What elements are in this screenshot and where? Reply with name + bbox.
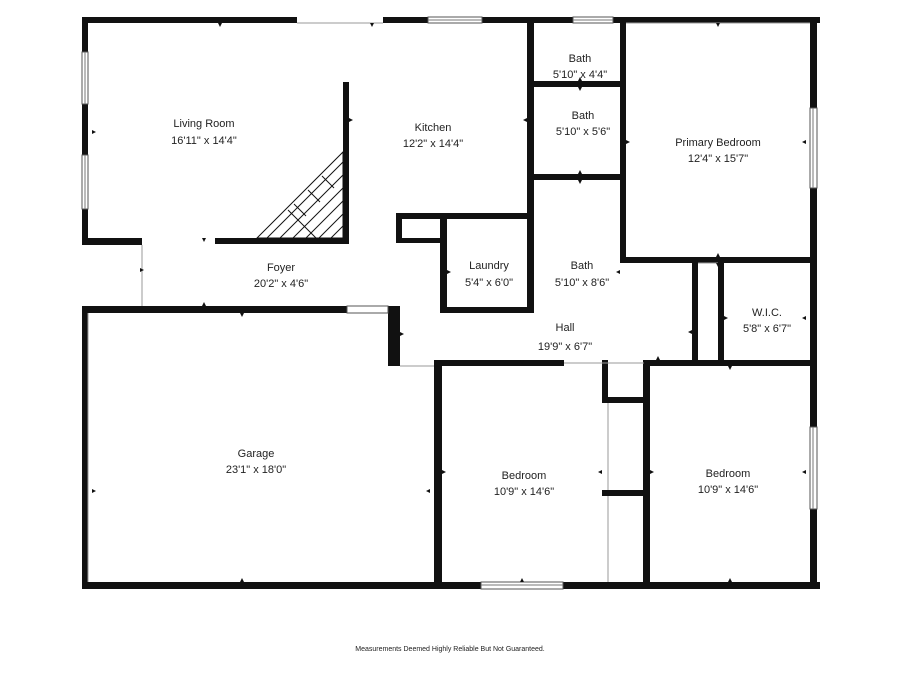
wall-right xyxy=(810,17,817,589)
wall-wic-left-b xyxy=(718,257,724,363)
bedroom-1-dims: 10'9" x 14'6" xyxy=(494,486,554,498)
laundry-name: Laundry xyxy=(469,260,509,272)
interior-walls xyxy=(215,17,817,589)
wall-left-lower xyxy=(82,306,88,589)
wall-garage-top xyxy=(82,306,347,313)
bedroom-2-name: Bedroom xyxy=(706,468,751,480)
bath-top-dims: 5'10" x 4'4" xyxy=(553,69,607,81)
wall-garage-right xyxy=(434,360,442,589)
hall-dims: 19'9" x 6'7" xyxy=(538,341,592,353)
wall-hall-left-step xyxy=(388,360,400,366)
bedroom-1-name: Bedroom xyxy=(502,470,547,482)
wall-wic-left-a xyxy=(692,257,698,363)
exterior-walls xyxy=(82,17,820,589)
primary-bedroom-dims: 12'4" x 15'7" xyxy=(688,153,748,165)
staircase xyxy=(255,150,344,241)
wall-bedroom2-left xyxy=(643,360,650,589)
wall-laundry-left xyxy=(440,213,447,313)
wall-hall-left xyxy=(388,306,400,366)
wall-kitchen-right xyxy=(527,17,534,218)
kitchen-dims: 12'2" x 14'4" xyxy=(403,138,463,150)
garage-name: Garage xyxy=(238,448,275,460)
wall-bath2-bottom xyxy=(527,174,626,180)
living-room-dims: 16'11" x 14'4" xyxy=(171,135,237,147)
wall-left-upper xyxy=(82,17,88,245)
foyer-dims: 20'2" x 4'6" xyxy=(254,278,308,290)
kitchen-name: Kitchen xyxy=(415,122,452,134)
wall-bath-right xyxy=(620,17,626,260)
wall-bottom xyxy=(82,582,820,589)
windows xyxy=(81,16,818,590)
wall-closet-bottom xyxy=(396,238,444,243)
bath-mid-name: Bath xyxy=(572,110,595,122)
wall-bedroom1-top xyxy=(434,360,564,366)
wall-closet-left xyxy=(396,213,402,243)
bath-top-name: Bath xyxy=(569,53,592,65)
wall-bedroom2-top xyxy=(644,360,817,366)
bath-low-dims: 5'10" x 8'6" xyxy=(555,277,609,289)
garage-dims: 23'1" x 18'0" xyxy=(226,464,286,476)
wall-laundry-bottom xyxy=(440,307,534,313)
wic-name: W.I.C. xyxy=(752,307,782,319)
bedroom-2-dims: 10'9" x 14'6" xyxy=(698,484,758,496)
bath-low-name: Bath xyxy=(571,260,594,272)
wall-closet-a xyxy=(602,360,608,400)
wall-stair-right xyxy=(343,82,349,244)
bath-mid-dims: 5'10" x 5'6" xyxy=(556,126,610,138)
wall-closet-a-bottom xyxy=(602,397,648,403)
openings xyxy=(87,22,810,582)
stair-outline xyxy=(255,150,344,239)
wall-top-left xyxy=(82,17,297,23)
measure-marks xyxy=(92,23,806,582)
laundry-dims: 5'4" x 6'0" xyxy=(465,277,513,289)
disclaimer-text: Measurements Deemed Highly Reliable But … xyxy=(355,646,545,653)
hall-name: Hall xyxy=(556,322,575,334)
wall-closet-b-top xyxy=(602,490,648,496)
wall-bath1-bottom xyxy=(527,81,626,87)
wic-dims: 5'8" x 6'7" xyxy=(743,323,791,335)
foyer-name: Foyer xyxy=(267,262,295,274)
wall-living-bottom-left xyxy=(82,238,142,245)
wall-stair-bottom xyxy=(215,238,349,244)
room-labels: Living Room 16'11" x 14'4" Kitchen 12'2"… xyxy=(171,53,791,498)
wall-bath-left-lower xyxy=(527,180,534,313)
wall-laundry-top xyxy=(396,213,534,219)
living-room-name: Living Room xyxy=(173,118,234,130)
window-garage-hall xyxy=(346,305,389,314)
primary-bedroom-name: Primary Bedroom xyxy=(675,137,761,149)
